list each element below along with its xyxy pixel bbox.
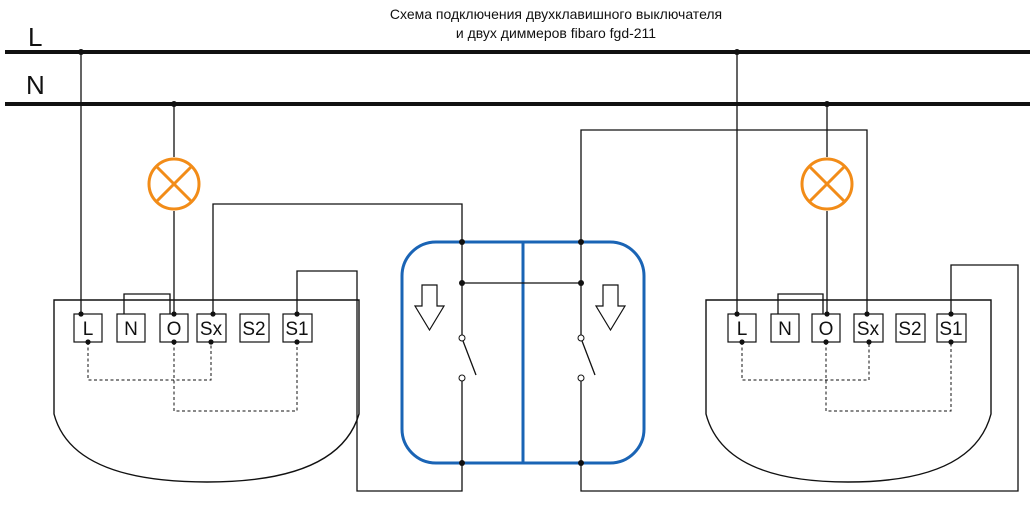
dimmer-right-body	[705, 299, 992, 483]
terminal-label: Sx	[857, 319, 880, 340]
terminal-label: S1	[939, 319, 962, 340]
wire-left-sx-to-switch	[212, 203, 463, 314]
arrow-down-icon	[594, 284, 627, 332]
dimmer-right-terminal-o: O	[811, 313, 841, 343]
dimmer-left-internal-link-2	[173, 342, 298, 412]
terminal-label: N	[124, 319, 138, 340]
dimmer-right-terminal-s1: S1	[936, 313, 967, 343]
dimmer-left-terminal-s2: S2	[239, 313, 270, 343]
terminal-label: N	[778, 319, 792, 340]
terminal-label: O	[167, 319, 182, 340]
dimmer-left-terminal-s1: S1	[282, 313, 313, 343]
wire-right-s1-to-switch	[580, 264, 1019, 492]
dimmer-right: L N O Sx S2 S1	[705, 299, 992, 483]
terminal-label: S1	[285, 319, 308, 340]
bus-label-live: L	[28, 22, 42, 52]
bus-label-neutral: N	[26, 70, 45, 100]
dimmer-left: L N O Sx S2 S1	[53, 299, 360, 483]
wire-left-s1-to-switch	[296, 270, 463, 492]
switch-contact-icon	[577, 334, 596, 382]
dimmer-left-internal-link-1	[87, 342, 212, 381]
terminal-label: Sx	[200, 319, 223, 340]
dimmer-left-terminal-l: L	[73, 313, 103, 343]
double-switch	[400, 239, 646, 466]
dimmer-left-terminal-n: N	[116, 313, 146, 343]
arrow-down-icon	[413, 284, 446, 332]
diagram-title-line1: Схема подключения двухклавишного выключа…	[390, 6, 722, 22]
dimmer-right-internal-link-1	[741, 342, 870, 381]
terminal-label: S2	[242, 319, 265, 340]
dimmer-right-terminal-s2: S2	[895, 313, 926, 343]
dimmer-right-terminal-sx: Sx	[853, 313, 884, 343]
terminal-label: O	[819, 319, 834, 340]
dimmer-left-body	[53, 299, 360, 483]
wire-right-sx-to-switch	[580, 129, 868, 314]
wire-right-n-to-o-jumper	[777, 293, 824, 314]
dimmer-right-terminal-n: N	[770, 313, 800, 343]
diagram-title-line2: и двух диммеров fibaro fgd-211	[456, 25, 656, 41]
dimmer-left-terminal-sx: Sx	[196, 313, 227, 343]
wire-left-n-to-o-jumper	[123, 293, 171, 314]
lamp-icon	[147, 157, 201, 211]
dimmer-right-internal-link-2	[825, 342, 952, 412]
dimmer-right-terminal-l: L	[727, 313, 757, 343]
switch-contact-icon	[458, 334, 477, 382]
dimmer-left-terminal-o: O	[159, 313, 189, 343]
terminal-label: L	[83, 319, 94, 340]
terminal-label: L	[737, 319, 748, 340]
lamp-icon	[800, 157, 854, 211]
terminal-label: S2	[898, 319, 921, 340]
